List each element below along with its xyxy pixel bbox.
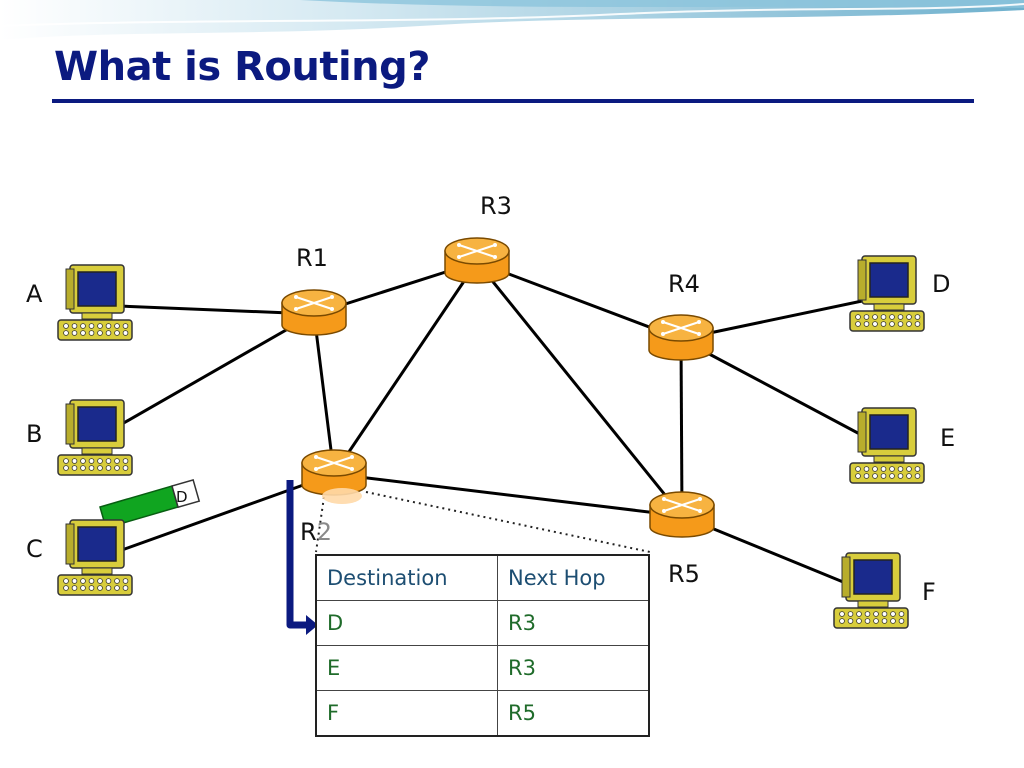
router-icon <box>649 491 715 538</box>
page-title: What is Routing? <box>54 44 430 90</box>
header-wave <box>0 0 1024 40</box>
computer-icon <box>849 255 925 332</box>
host-label-c: C <box>26 535 43 563</box>
router-icon <box>648 314 714 361</box>
cell-destination: D <box>315 600 498 646</box>
header-destination: Destination <box>315 554 498 601</box>
link-r4-d <box>680 294 887 341</box>
links-layer <box>93 260 887 595</box>
router-icon <box>444 237 510 284</box>
table-row: E R3 <box>315 645 650 691</box>
computer-icon <box>849 407 925 484</box>
host-label-f: F <box>922 578 936 606</box>
routing-table-header: Destination Next Hop <box>315 554 650 601</box>
link-r3-r5 <box>475 261 684 517</box>
cell-next-hop: R3 <box>497 600 650 646</box>
table-callout <box>315 491 651 553</box>
link-r2-r5 <box>333 472 683 518</box>
link-r3-r4 <box>476 260 682 341</box>
router-label-r1: R1 <box>296 244 328 272</box>
cell-next-hop: R3 <box>497 645 650 691</box>
lookup-arrow <box>286 480 318 635</box>
link-b-r1 <box>93 312 315 442</box>
router-label-r4: R4 <box>668 270 700 298</box>
computer-icon <box>57 519 133 596</box>
host-label-e: E <box>940 424 956 452</box>
link-a-r1 <box>93 303 315 316</box>
table-row: F R5 <box>315 690 650 737</box>
router-icon <box>281 289 347 336</box>
computer-icon <box>833 552 909 629</box>
router-label-r5: R5 <box>668 560 700 588</box>
host-label-a: A <box>26 280 43 308</box>
router-label-r3: R3 <box>480 192 512 220</box>
routing-table: Destination Next Hop D R3 E R3 F R5 <box>315 554 650 737</box>
computer-icon <box>57 264 133 341</box>
link-c-r2 <box>93 472 335 562</box>
host-label-d: D <box>932 270 951 298</box>
host-label-b: B <box>26 420 43 448</box>
link-r4-e <box>680 337 887 450</box>
link-r4-r5 <box>679 338 684 517</box>
link-r2-r3 <box>332 261 479 475</box>
link-r1-r2 <box>312 313 336 475</box>
cell-destination: F <box>315 690 498 737</box>
header-next-hop: Next Hop <box>497 554 650 601</box>
table-row: D R3 <box>315 600 650 646</box>
title-underline <box>52 99 974 103</box>
computer-icon <box>57 399 133 476</box>
cell-next-hop: R5 <box>497 690 650 737</box>
router-label-r2-tail: 2 <box>316 518 332 546</box>
router-icon <box>301 449 367 504</box>
packet-destination-label: D <box>176 488 188 506</box>
router-label-r2-main: R <box>300 518 317 546</box>
routers-layer <box>281 237 715 538</box>
hosts-layer <box>57 255 925 629</box>
cell-destination: E <box>315 645 498 691</box>
router-label-r2: R2 <box>300 518 332 546</box>
